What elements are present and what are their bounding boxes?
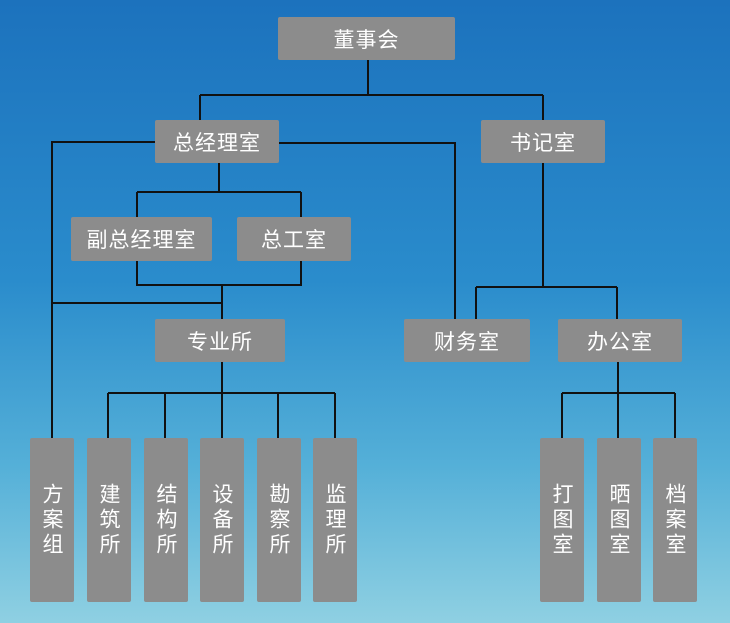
node-professional-institute: 专业所 bbox=[155, 319, 285, 362]
node-structure-institute: 结构所 bbox=[144, 438, 188, 602]
node-secretary-office: 书记室 bbox=[481, 120, 605, 163]
node-supervision-institute: 监理所 bbox=[313, 438, 357, 602]
node-survey-institute: 勘察所 bbox=[257, 438, 301, 602]
node-deputy-gm-office: 副总经理室 bbox=[71, 217, 212, 261]
node-blueprint-room: 晒图室 bbox=[597, 438, 641, 602]
node-admin-office: 办公室 bbox=[558, 319, 682, 362]
node-equipment-institute: 设备所 bbox=[200, 438, 244, 602]
node-gm-office: 总经理室 bbox=[155, 120, 279, 163]
node-printing-room: 打图室 bbox=[540, 438, 584, 602]
node-chief-engineer-office: 总工室 bbox=[237, 217, 351, 261]
node-scheme-group: 方案组 bbox=[30, 438, 74, 602]
node-architecture-institute: 建筑所 bbox=[87, 438, 131, 602]
node-finance-office: 财务室 bbox=[404, 319, 530, 362]
node-board: 董事会 bbox=[278, 17, 455, 60]
node-archive-room: 档案室 bbox=[653, 438, 697, 602]
